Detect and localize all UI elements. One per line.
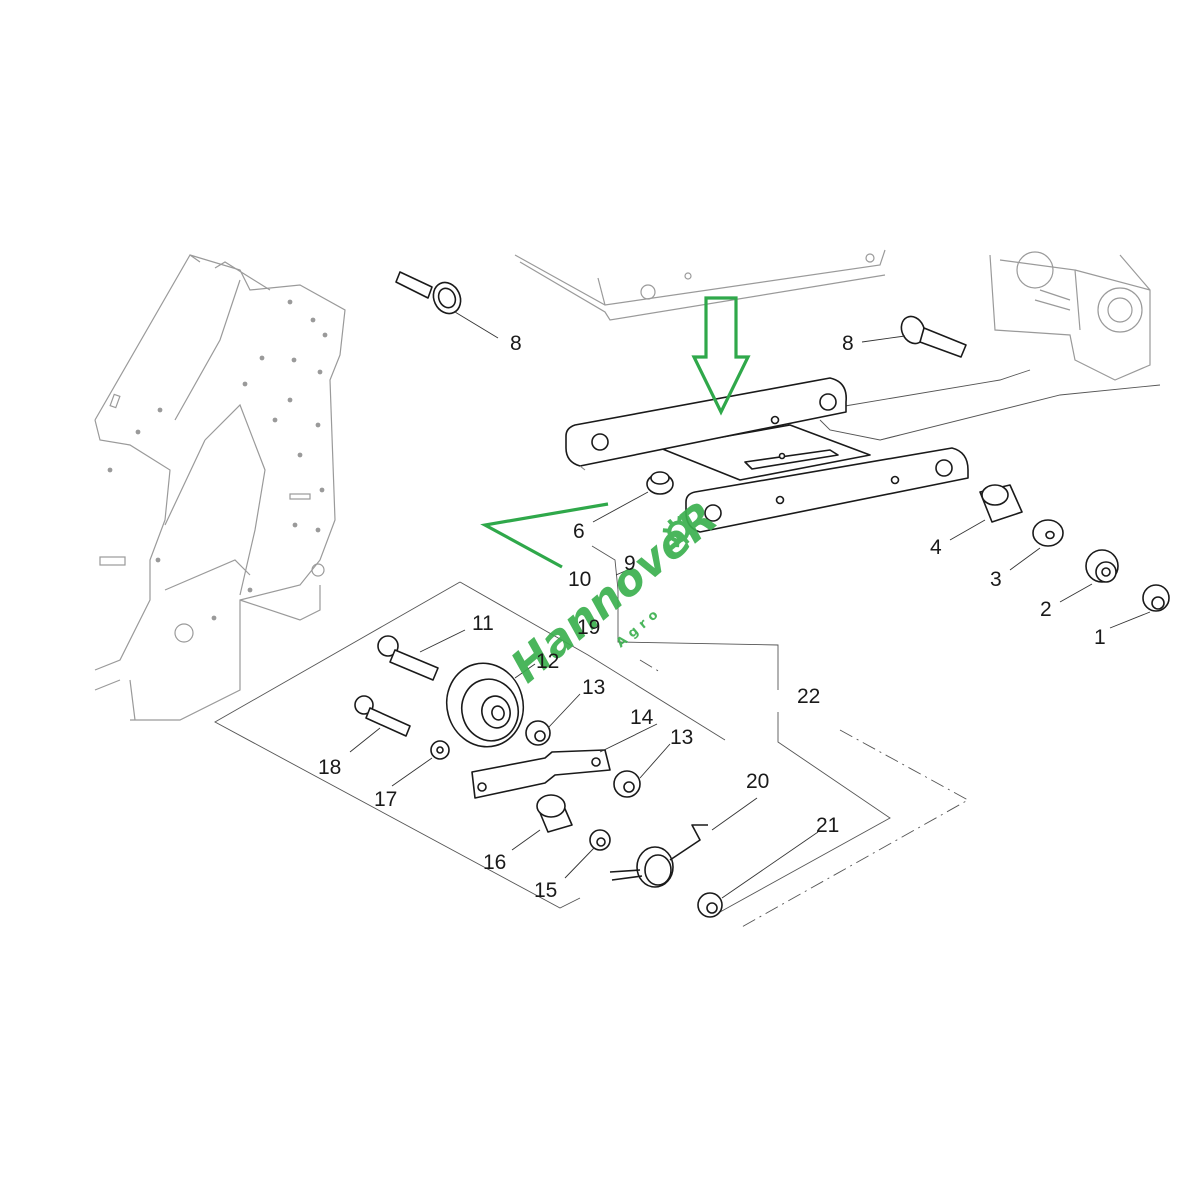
bolt-18 <box>354 695 411 737</box>
callout-20: 20 <box>746 770 769 793</box>
callout-6: 6 <box>573 520 585 543</box>
nut-1 <box>1142 584 1170 612</box>
callout-8-right: 8 <box>842 332 854 355</box>
bushing-6 <box>646 471 674 495</box>
callout-18: 18 <box>318 756 341 779</box>
top-plate <box>514 249 886 321</box>
link-plate-14 <box>471 749 611 799</box>
callout-8-left: 8 <box>510 332 522 355</box>
upper-arm <box>565 377 847 471</box>
nut-21 <box>697 892 723 918</box>
callout-11: 11 <box>472 612 494 635</box>
mounting-bracket-right <box>989 251 1151 381</box>
callout-14: 14 <box>630 706 654 729</box>
group-boundary <box>214 369 1161 929</box>
highlight-angle-mark <box>480 502 609 569</box>
callout-21: 21 <box>816 814 839 837</box>
callout-12: 12 <box>536 650 559 673</box>
callout-3: 3 <box>990 568 1002 591</box>
callout-15: 15 <box>534 879 557 902</box>
pulley-12 <box>445 662 525 748</box>
bolt-8-left <box>395 271 462 315</box>
callout-10: 10 <box>568 568 591 591</box>
callout-labels: 1 2 3 4 6 8 8 9 10 11 12 13 13 14 15 16 … <box>318 332 1106 902</box>
bolt-11 <box>377 635 439 681</box>
leader-lines <box>349 311 1151 899</box>
bolt-8-right <box>900 315 967 358</box>
lower-arm <box>685 447 969 533</box>
washer-3 <box>1032 519 1064 547</box>
callout-13-upper: 13 <box>582 676 605 699</box>
nut-15 <box>589 829 611 851</box>
callout-22: 22 <box>797 685 820 708</box>
machine-frame-left <box>94 254 346 721</box>
callout-17: 17 <box>374 788 397 811</box>
callout-13-lower: 13 <box>670 726 693 749</box>
washer-17 <box>430 740 450 760</box>
nut-13-upper <box>525 720 551 746</box>
callout-2: 2 <box>1040 598 1052 621</box>
callout-1: 1 <box>1094 626 1106 649</box>
nut-13-lower <box>613 770 641 798</box>
flange-nut-2 <box>1085 549 1119 583</box>
gear-icon <box>662 515 695 548</box>
torsion-spring-20 <box>609 824 708 888</box>
callout-9: 9 <box>624 552 636 575</box>
spacer-16 <box>536 794 573 833</box>
callout-16: 16 <box>483 851 506 874</box>
watermark-logo: HannoveR Agro <box>502 492 728 693</box>
highlight-arrow <box>691 296 751 416</box>
callout-4: 4 <box>930 536 942 559</box>
spacer-4 <box>979 484 1023 523</box>
callout-19: 19 <box>577 616 600 639</box>
